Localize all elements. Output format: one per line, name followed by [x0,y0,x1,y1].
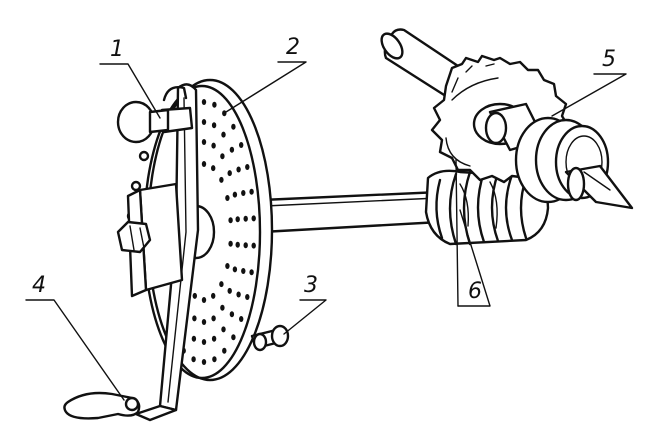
index-hole [245,164,250,170]
index-hole [225,263,230,269]
index-hole [241,268,246,274]
index-hole [201,359,207,365]
index-hole [235,241,240,248]
sector-arm [116,83,200,412]
leader-lines [25,61,627,401]
index-hole [221,131,226,138]
index-hole [211,142,216,149]
index-hole [229,146,235,153]
crank-handle [63,391,178,422]
index-hole [212,101,217,108]
index-hole [232,266,238,273]
index-hole [227,287,232,294]
label-1: 1 [110,37,124,62]
index-hole [229,311,235,318]
index-hole [211,335,217,342]
shaft [260,190,448,234]
index-hole [239,316,244,322]
stop-screw [250,324,290,352]
index-hole [201,319,207,325]
label-4: 4 [32,273,46,298]
index-hole [239,142,244,148]
index-hole [201,99,207,105]
label-3: 3 [304,273,318,298]
index-hole [201,119,207,125]
index-hole [241,190,246,196]
index-hole [235,216,240,223]
index-hole [192,315,197,322]
index-hole [251,242,256,249]
index-hole [243,215,248,222]
index-hole [225,195,230,201]
index-hole [201,161,207,167]
index-hole [228,217,233,224]
index-hole [245,294,250,300]
index-hole [201,139,207,145]
index-hole [232,191,238,198]
index-hole [222,347,227,354]
index-hole [221,326,226,333]
index-hole [249,188,254,195]
index-hole [220,304,225,311]
index-hole [231,123,236,130]
index-hole [228,240,233,247]
index-hole [211,315,216,322]
label-2: 2 [286,35,300,60]
index-hole [201,339,207,345]
index-hole [201,297,207,303]
index-hole [251,215,256,222]
index-hole [192,292,197,299]
index-hole [243,242,248,249]
index-hole [212,356,217,363]
index-hole [211,122,217,129]
index-hole [236,291,241,298]
label-5: 5 [602,47,616,72]
index-hole [211,165,216,172]
index-hole [219,176,224,183]
index-hole [231,334,236,341]
index-hole [191,335,197,342]
index-hole [249,269,254,276]
index-hole [191,356,196,363]
index-hole [227,170,232,177]
index-hole [220,153,225,160]
label-6: 6 [468,279,482,304]
index-hole [222,110,227,117]
spindle-centre [514,116,634,210]
index-hole [236,166,241,173]
index-hole [219,281,224,288]
index-hole [211,292,216,299]
